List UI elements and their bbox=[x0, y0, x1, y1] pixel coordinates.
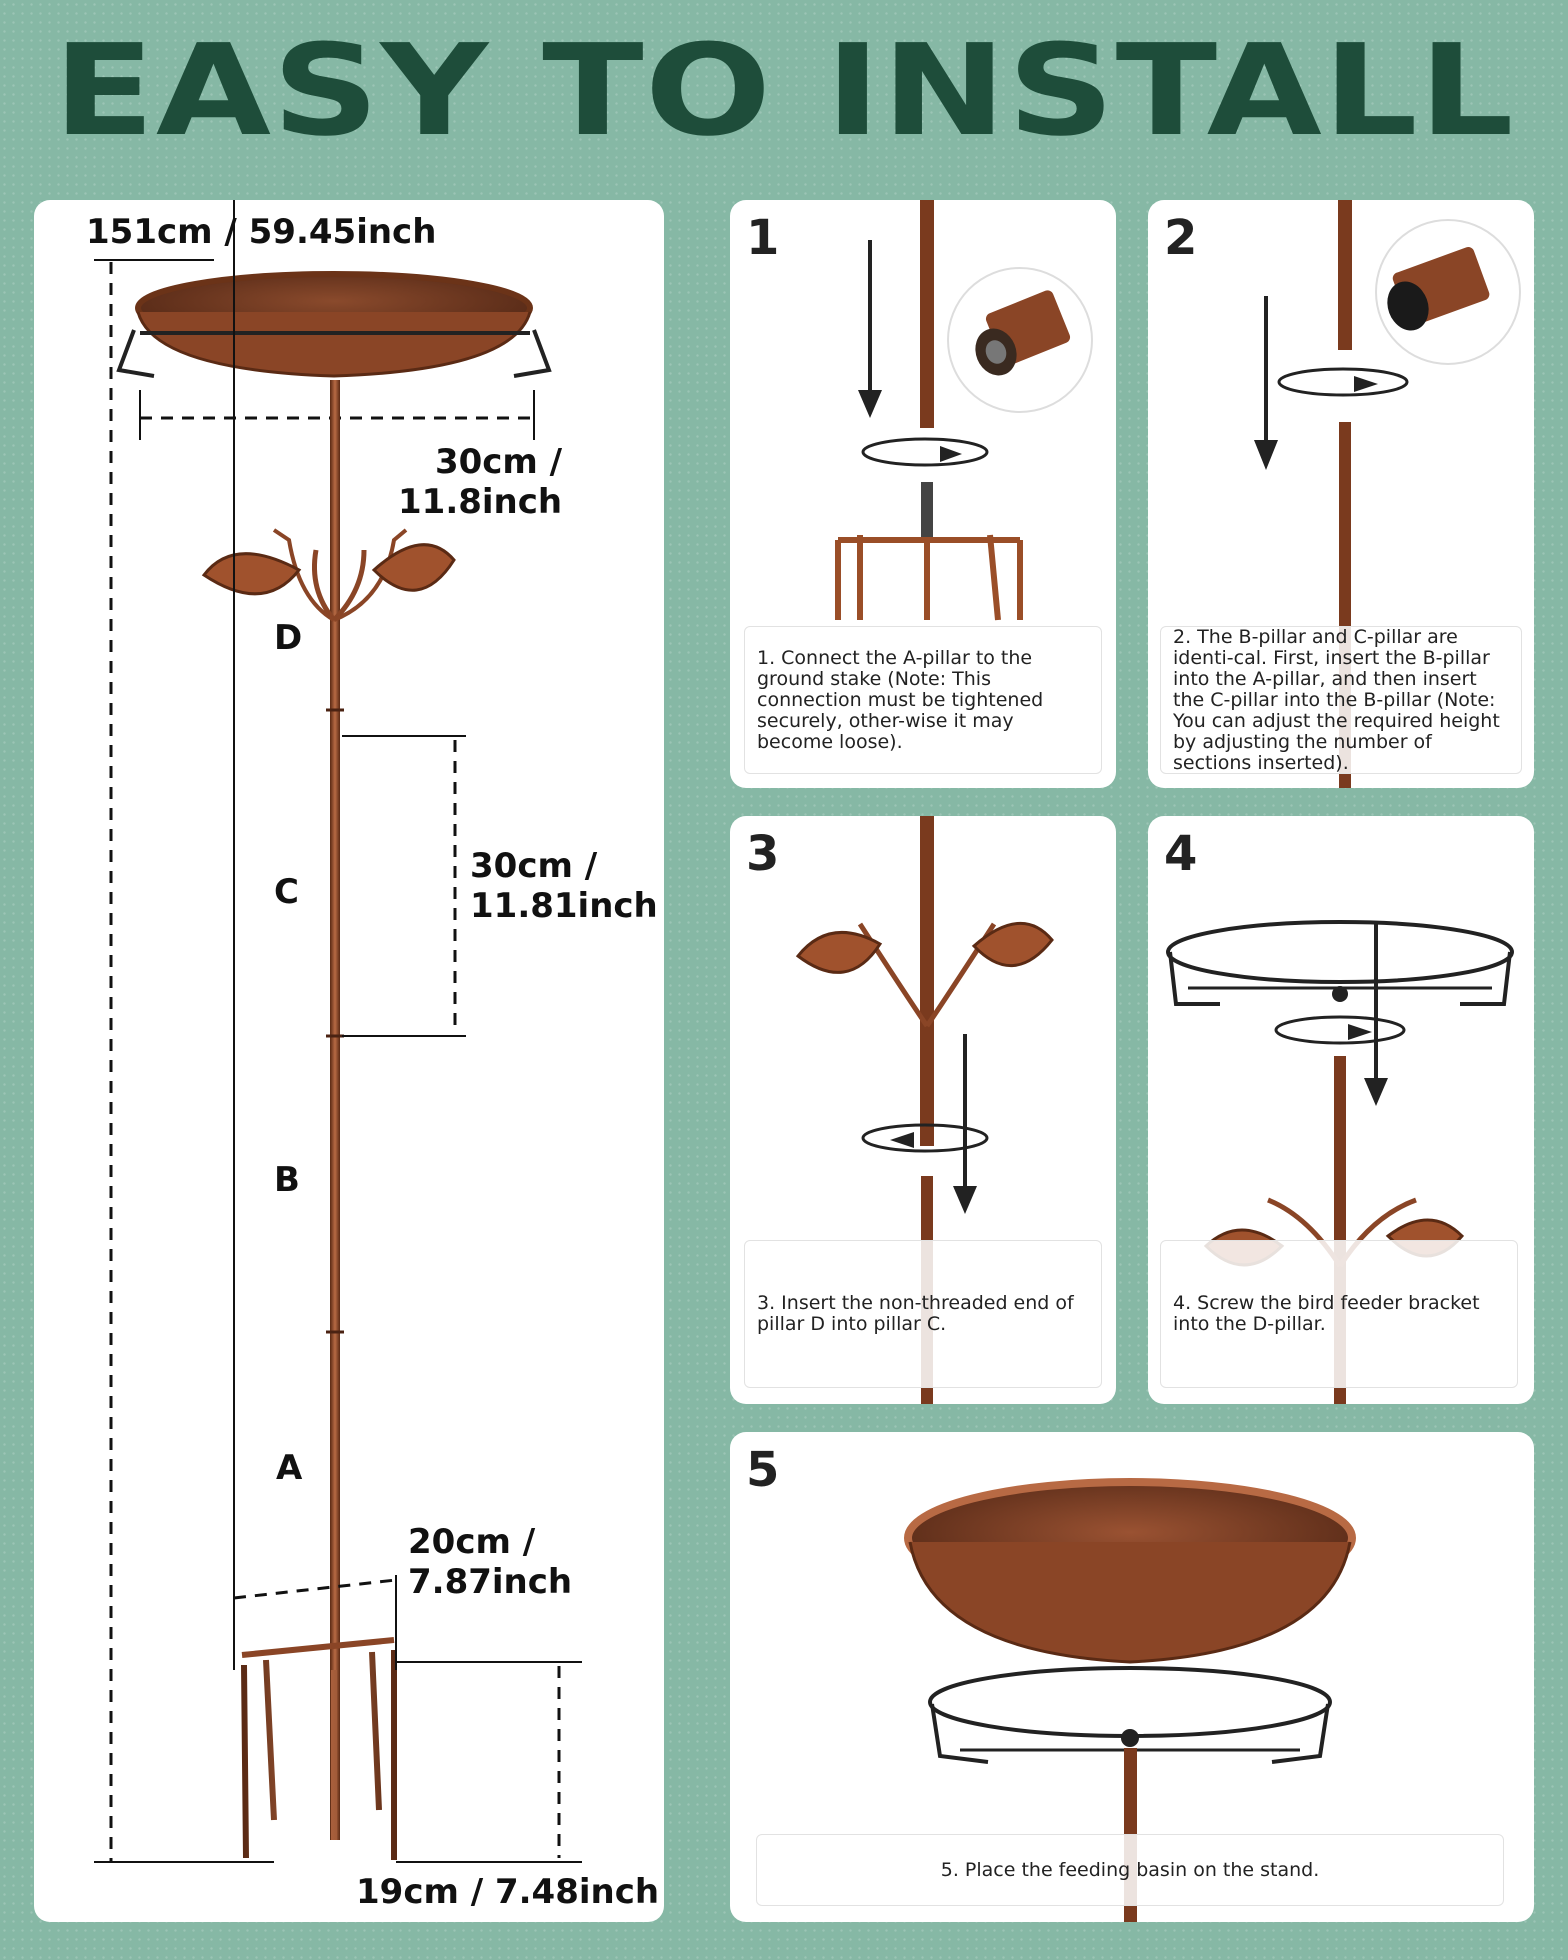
step-3-panel: 3 3. Insert the non-threaded end of pill… bbox=[730, 816, 1116, 1404]
basin-width-label: 30cm / 11.8inch bbox=[398, 442, 563, 522]
pillar-label-b: B bbox=[274, 1160, 300, 1200]
step-2-illustration bbox=[1254, 200, 1521, 788]
section-length-label: 30cm / 11.81inch bbox=[470, 846, 658, 926]
step-1-panel: 1 1. Connect the A-pillar to the ground … bbox=[730, 200, 1116, 788]
step-2-panel: 2 2. The B-pillar and C-pillar are ident… bbox=[1148, 200, 1534, 788]
step-1-illustration bbox=[835, 200, 1093, 621]
pillar-label-a: A bbox=[276, 1448, 303, 1488]
step-3-illustration bbox=[795, 816, 1054, 1404]
step-5-illustration bbox=[904, 1478, 1356, 1922]
step-5-number: 5 bbox=[746, 1442, 780, 1498]
stake-depth-label: 19cm / 7.48inch bbox=[356, 1872, 660, 1912]
step-2-number: 2 bbox=[1164, 210, 1198, 266]
step-5-panel: 5 5. Place the feeding basin on the stan… bbox=[730, 1432, 1534, 1922]
step-3-caption: 3. Insert the non-threaded end of pillar… bbox=[744, 1240, 1102, 1388]
pillar-label-c: C bbox=[274, 872, 299, 912]
pillar-label-d: D bbox=[274, 618, 303, 658]
step-3-number: 3 bbox=[746, 826, 780, 882]
step-2-caption: 2. The B-pillar and C-pillar are identi-… bbox=[1160, 626, 1522, 774]
step-4-panel: 4 4. Screw the bird feeder bracket into … bbox=[1148, 816, 1534, 1404]
stake-width-label: 20cm / 7.87inch bbox=[408, 1522, 573, 1602]
bird-feeder-dimension-drawing bbox=[94, 200, 582, 1863]
step-1-caption: 1. Connect the A-pillar to the ground st… bbox=[744, 626, 1102, 774]
step-4-caption: 4. Screw the bird feeder bracket into th… bbox=[1160, 1240, 1518, 1388]
step-1-number: 1 bbox=[746, 210, 780, 266]
step-4-number: 4 bbox=[1164, 826, 1198, 882]
step-5-caption: 5. Place the feeding basin on the stand. bbox=[756, 1834, 1504, 1906]
dimensions-panel: 151cm / 59.45inch 30cm / 11.8inch 30cm /… bbox=[34, 200, 664, 1922]
page-title: EASY TO INSTALL bbox=[53, 17, 1515, 164]
total-height-label: 151cm / 59.45inch bbox=[86, 212, 437, 252]
